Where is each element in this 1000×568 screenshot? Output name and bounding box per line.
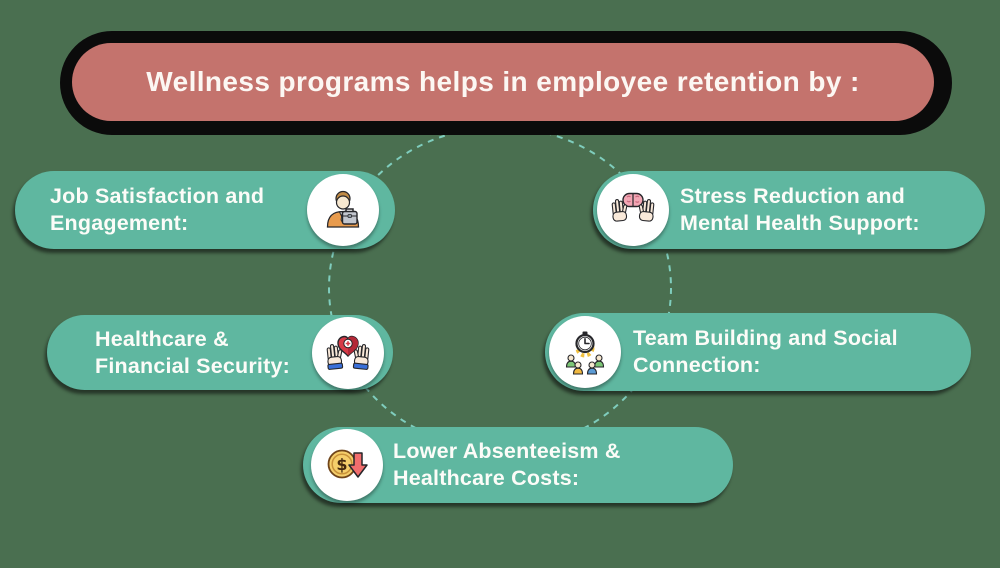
coin-down-arrow-icon: $ — [327, 449, 368, 479]
pill-stress-reduction: Stress Reduction and Mental Health Suppo… — [593, 171, 985, 249]
pill-lower-absenteeism: $ Lower Absenteeism & Healthcare Costs: — [303, 427, 733, 503]
hands-holding-brain-icon — [610, 192, 656, 223]
hands-holding-heart-icon — [325, 335, 371, 370]
item-label-line: Connection: — [633, 353, 761, 377]
title-text: Wellness programs helps in employee rete… — [146, 66, 860, 97]
icon-circle — [312, 316, 384, 389]
item-label-line: Team Building and Social — [633, 326, 898, 350]
item-label: Stress Reduction and Mental Health Suppo… — [680, 183, 920, 237]
item-label-line: Lower Absenteeism & — [393, 439, 621, 463]
item-label-line: Financial Security: — [95, 353, 290, 378]
item-label: Job Satisfaction and Engagement: — [50, 183, 264, 237]
team-stopwatch-icon — [565, 331, 605, 375]
item-label-line: Stress Reduction and — [680, 184, 906, 208]
pill-team-building: Team Building and Social Connection: — [545, 313, 971, 391]
item-label-line: Mental Health Support: — [680, 211, 920, 235]
item-label: Healthcare & Financial Security: — [95, 326, 290, 380]
icon-circle — [597, 174, 669, 246]
item-label-line: Healthcare & — [95, 326, 229, 351]
pill-healthcare-financial: Healthcare & Financial Security: — [47, 315, 393, 390]
title-banner: Wellness programs helps in employee rete… — [60, 31, 952, 135]
item-label-line: Engagement: — [50, 211, 189, 235]
icon-circle — [307, 174, 379, 246]
item-label-line: Job Satisfaction and — [50, 184, 265, 208]
svg-text:$: $ — [336, 455, 347, 474]
pill-job-satisfaction: Job Satisfaction and Engagement: — [15, 171, 395, 249]
icon-circle — [549, 316, 621, 388]
businessman-briefcase-icon — [326, 190, 360, 228]
item-label-line: Healthcare Costs: — [393, 466, 580, 490]
title-pill: Wellness programs helps in employee rete… — [72, 43, 934, 121]
icon-circle: $ — [311, 429, 383, 501]
item-label: Team Building and Social Connection: — [633, 325, 898, 379]
item-label: Lower Absenteeism & Healthcare Costs: — [393, 438, 621, 492]
